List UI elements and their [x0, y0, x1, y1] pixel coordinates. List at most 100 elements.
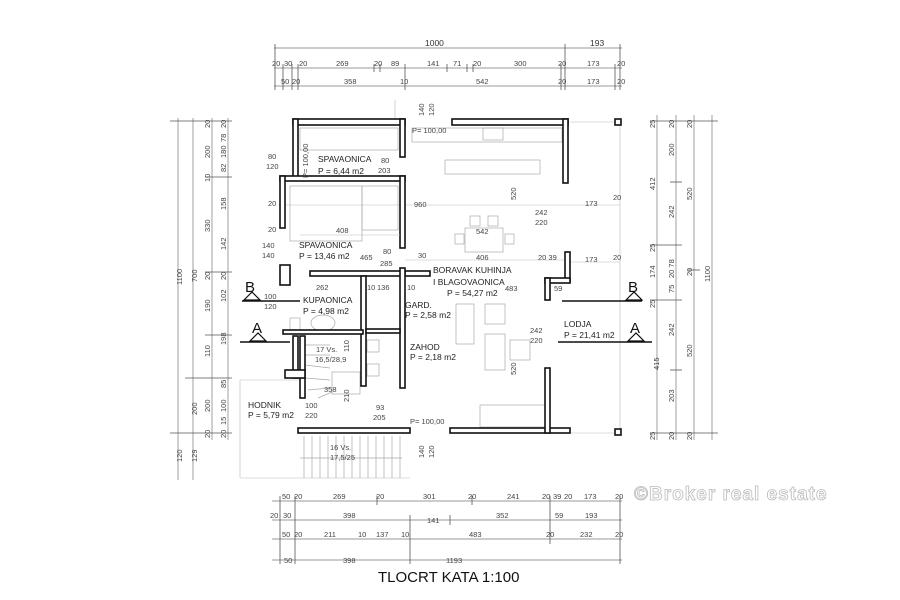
dim-text: 20 [294, 492, 302, 501]
dim-text: 80 [383, 247, 391, 256]
dim-text: 205 [373, 413, 386, 422]
dim-text: 80 [268, 152, 276, 161]
dim-text: 200 [190, 402, 199, 415]
bathtub [310, 314, 336, 332]
stairs-steps: 17 Vs. [316, 345, 337, 354]
dim-text: 1100 [703, 266, 712, 282]
dim-row-3: 50 20 358 10 542 20 173 20 [281, 77, 625, 86]
dim-text: 10 [401, 530, 409, 539]
room-name: I BLAGOVAONICA [433, 277, 505, 287]
dim-row-b4: 50 398 1193 [284, 556, 462, 565]
dim-text: 242 [667, 205, 676, 218]
dim-text: 20 [270, 511, 278, 520]
dim-text: 71 [453, 59, 461, 68]
dim-text: 193 [585, 511, 598, 520]
dim-text: 110 [203, 345, 212, 357]
dim-text: 20 [564, 492, 572, 501]
dim-text: 20 [685, 120, 694, 128]
dim-text: 20 [268, 199, 276, 208]
dim-text: 120 [427, 445, 436, 458]
dim-text: 10 [367, 283, 375, 292]
stairs-steps: 16 Vs. [330, 443, 351, 452]
construction-lines [239, 100, 621, 479]
dim-text: 10 [358, 530, 366, 539]
stairs-upper [304, 344, 361, 399]
room-name: LODJA [564, 319, 592, 329]
dim-text: 20 78 [667, 259, 676, 278]
dim-text: 173 [585, 199, 598, 208]
dim-text: 200 [203, 399, 212, 412]
dim-text: 408 [336, 226, 349, 235]
left-dimensions: 1100 120 700 200 129 20 200 10 330 20 19… [170, 118, 232, 480]
dim-row-b2: 20 30 398 141 352 59 193 [270, 511, 598, 525]
section-a-arrow-icon [626, 332, 646, 342]
room-area: P = 2,58 m2 [405, 310, 451, 320]
drawing-title: TLOCRT KATA 1:100 [378, 569, 519, 586]
dim-text: 1100 [175, 269, 184, 285]
sofa [455, 303, 475, 345]
dim-text: 20 [468, 492, 476, 501]
dim-text: 20 [376, 492, 384, 501]
dim-text: 398 [343, 511, 356, 520]
dim-text: 406 [476, 253, 489, 262]
section-a-arrow-icon [248, 332, 268, 342]
dim-text: 59 [554, 284, 562, 293]
dim-row-b3: 50 20 211 10 137 10 483 20 232 20 [282, 530, 623, 539]
dim-text: 242 [530, 326, 543, 335]
room-area: P = 2,18 m2 [410, 352, 456, 362]
dim-text: 20 [613, 193, 621, 202]
dim-text: 102 [219, 289, 228, 302]
dim-text: 39 [553, 492, 561, 501]
dim-text: 89 [391, 59, 399, 68]
dim-text: 20 [299, 59, 307, 68]
dim-text: 10 [400, 77, 408, 86]
dim-text: 120 [266, 162, 279, 171]
dim-text: 20 [203, 120, 212, 128]
dim-text: 140 [262, 241, 275, 250]
dim-text: 137 [376, 530, 389, 539]
dim-text: 120 [427, 103, 436, 116]
dim-text: 50 [281, 77, 289, 86]
wardrobe [361, 185, 399, 231]
dim-row-b1: 50 20 269 20 301 20 241 20 39 20 173 20 [282, 492, 623, 501]
room-area: P = 21,41 m2 [564, 330, 615, 340]
dim-text: 30 [418, 251, 426, 260]
dim-text: 330 [203, 219, 212, 232]
toilet-icon [366, 339, 380, 353]
dim-text: 269 [333, 492, 346, 501]
dim-text: 10 [407, 283, 415, 292]
room-area: P = 6,44 m2 [318, 166, 364, 176]
room-name: KUPAONICA [303, 295, 353, 305]
walls [279, 118, 622, 436]
sink-icon [482, 127, 504, 141]
dim-text: 50 [284, 556, 292, 565]
dim-text: 30 [284, 59, 292, 68]
dim-text: 483 [469, 530, 482, 539]
dim-text: 173 [587, 59, 600, 68]
dim-text: 483 [505, 284, 518, 293]
dim-text: 220 [305, 411, 318, 420]
dim-text: 242 [667, 323, 676, 336]
dim-text: 220 [530, 336, 543, 345]
dim-text: 78 [219, 134, 228, 142]
washbasin-icon [366, 363, 380, 377]
dim-text: 20 [615, 492, 623, 501]
dim-text: 232 [580, 530, 593, 539]
dim-text: 20 [615, 530, 623, 539]
dim-text: 542 [476, 77, 489, 86]
dim-text: 50 [282, 492, 290, 501]
dim-text: 120 [264, 302, 277, 311]
room-name: HODNIK [248, 400, 281, 410]
dim-text: 59 [555, 511, 563, 520]
dim-text: 93 [376, 403, 384, 412]
dining-table [464, 227, 504, 253]
column [614, 428, 622, 436]
dim-text: 220 [535, 218, 548, 227]
dim-text: 520 [685, 187, 694, 200]
dim-text: 173 [585, 255, 598, 264]
dim-text: 190 [203, 299, 212, 312]
dim-text: 85 [219, 380, 228, 388]
dim-text: 465 [360, 253, 373, 262]
dim-text: 20 [685, 268, 694, 276]
dim-text: 358 [324, 385, 337, 394]
